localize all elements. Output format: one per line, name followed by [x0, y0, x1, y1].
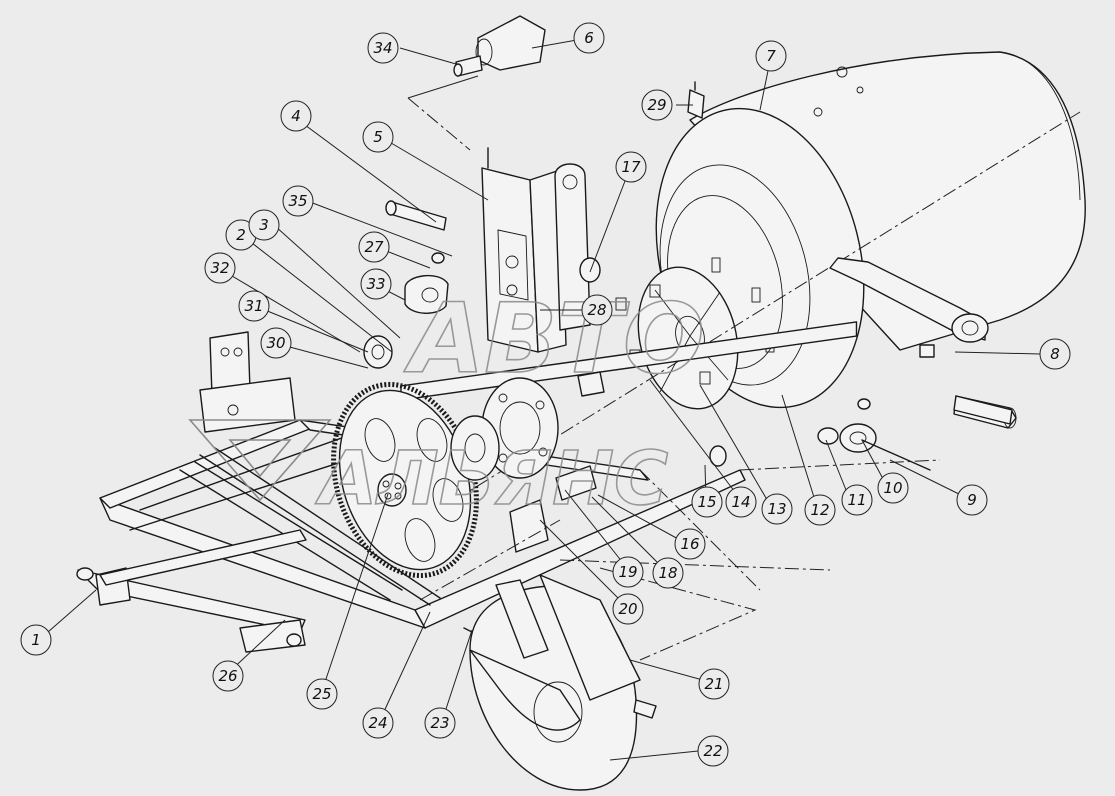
- shaft-pin: [385, 200, 447, 231]
- leader-lines: [47, 37, 1041, 761]
- callout-17: 17: [615, 151, 647, 183]
- callout-35: 35: [282, 185, 314, 217]
- svg-text:5: 5: [373, 128, 383, 146]
- svg-text:6: 6: [584, 29, 594, 47]
- callout-25: 25: [306, 678, 338, 710]
- callout-13: 13: [761, 493, 793, 525]
- svg-text:32: 32: [210, 259, 229, 277]
- callout-6: 6: [573, 22, 605, 54]
- drawbar: [76, 529, 307, 653]
- motor-axis-line: [407, 97, 471, 151]
- callout-24: 24: [362, 707, 394, 739]
- callout-26: 26: [212, 660, 244, 692]
- svg-text:28: 28: [587, 301, 606, 319]
- callout-8: 8: [1039, 338, 1071, 370]
- svg-text:18: 18: [658, 564, 677, 582]
- watermark-line1: АВТО: [403, 283, 705, 395]
- callout-29: 29: [641, 89, 673, 121]
- callout-19: 19: [612, 556, 644, 588]
- callout-12: 12: [804, 494, 836, 526]
- callout-34: 34: [367, 32, 399, 64]
- svg-text:31: 31: [244, 297, 263, 315]
- column-post: [481, 147, 605, 397]
- svg-text:26: 26: [218, 667, 237, 685]
- svg-text:23: 23: [430, 714, 449, 732]
- svg-text:15: 15: [697, 493, 716, 511]
- drum-axis-line: [454, 111, 1081, 501]
- pivot-bolt-set: [817, 398, 931, 471]
- callout-9: 9: [956, 484, 988, 516]
- svg-text:12: 12: [810, 501, 829, 519]
- svg-text:34: 34: [373, 39, 392, 57]
- motor: [407, 15, 546, 99]
- svg-text:11: 11: [847, 491, 866, 509]
- callout-33: 33: [360, 268, 392, 300]
- fender-guide-line: [599, 567, 757, 661]
- callout-23: 23: [424, 707, 456, 739]
- callout-16: 16: [674, 528, 706, 560]
- guide-lines: [419, 469, 831, 601]
- svg-text:24: 24: [368, 714, 387, 732]
- svg-text:21: 21: [704, 675, 723, 693]
- callout-22: 22: [697, 735, 729, 767]
- watermark-line2: АЛЬЯНС: [315, 436, 668, 522]
- wheel-fender: [463, 574, 657, 791]
- svg-text:22: 22: [703, 742, 722, 760]
- callout-11: 11: [841, 484, 873, 516]
- callout-32: 32: [204, 252, 236, 284]
- svg-text:2: 2: [236, 226, 246, 244]
- left-bracket: [199, 331, 296, 433]
- callout-21: 21: [698, 668, 730, 700]
- svg-text:3: 3: [259, 216, 269, 234]
- svg-text:33: 33: [366, 275, 385, 293]
- svg-text:16: 16: [680, 535, 699, 553]
- svg-text:13: 13: [767, 500, 786, 518]
- svg-text:19: 19: [618, 563, 637, 581]
- callout-10: 10: [877, 472, 909, 504]
- svg-text:20: 20: [618, 600, 637, 618]
- svg-text:8: 8: [1050, 345, 1060, 363]
- svg-text:7: 7: [766, 47, 776, 65]
- callout-31: 31: [238, 290, 270, 322]
- svg-text:4: 4: [291, 107, 301, 125]
- callout-4: 4: [280, 100, 312, 132]
- watermark: АВТО АЛЬЯНС: [188, 282, 705, 523]
- right-guide-line: [739, 459, 941, 471]
- gear-hub: [450, 377, 727, 481]
- svg-text:30: 30: [266, 334, 285, 352]
- callout-27: 27: [358, 231, 390, 263]
- svg-text:9: 9: [967, 491, 977, 509]
- svg-text:35: 35: [288, 192, 307, 210]
- svg-text:25: 25: [312, 685, 331, 703]
- callout-28: 28: [581, 294, 613, 326]
- callout-5: 5: [362, 121, 394, 153]
- callout-1: 1: [20, 624, 52, 656]
- callout-15: 15: [691, 486, 723, 518]
- svg-text:17: 17: [621, 158, 641, 176]
- callout-3: 3: [248, 209, 280, 241]
- svg-text:27: 27: [364, 238, 384, 256]
- svg-text:29: 29: [647, 96, 666, 114]
- drum-hub-flange: [615, 266, 739, 410]
- callout-7: 7: [755, 40, 787, 72]
- watermark-logo: [188, 419, 332, 502]
- svg-text:10: 10: [883, 479, 902, 497]
- svg-text:14: 14: [731, 493, 750, 511]
- svg-text:1: 1: [31, 631, 41, 649]
- callout-30: 30: [260, 327, 292, 359]
- callout-14: 14: [725, 486, 757, 518]
- callout-18: 18: [652, 557, 684, 589]
- rod-right: [953, 395, 1013, 425]
- bolt-pin: [687, 81, 705, 119]
- bearing-block: [404, 252, 449, 314]
- callout-20: 20: [612, 593, 644, 625]
- large-ring-gear: [331, 381, 479, 579]
